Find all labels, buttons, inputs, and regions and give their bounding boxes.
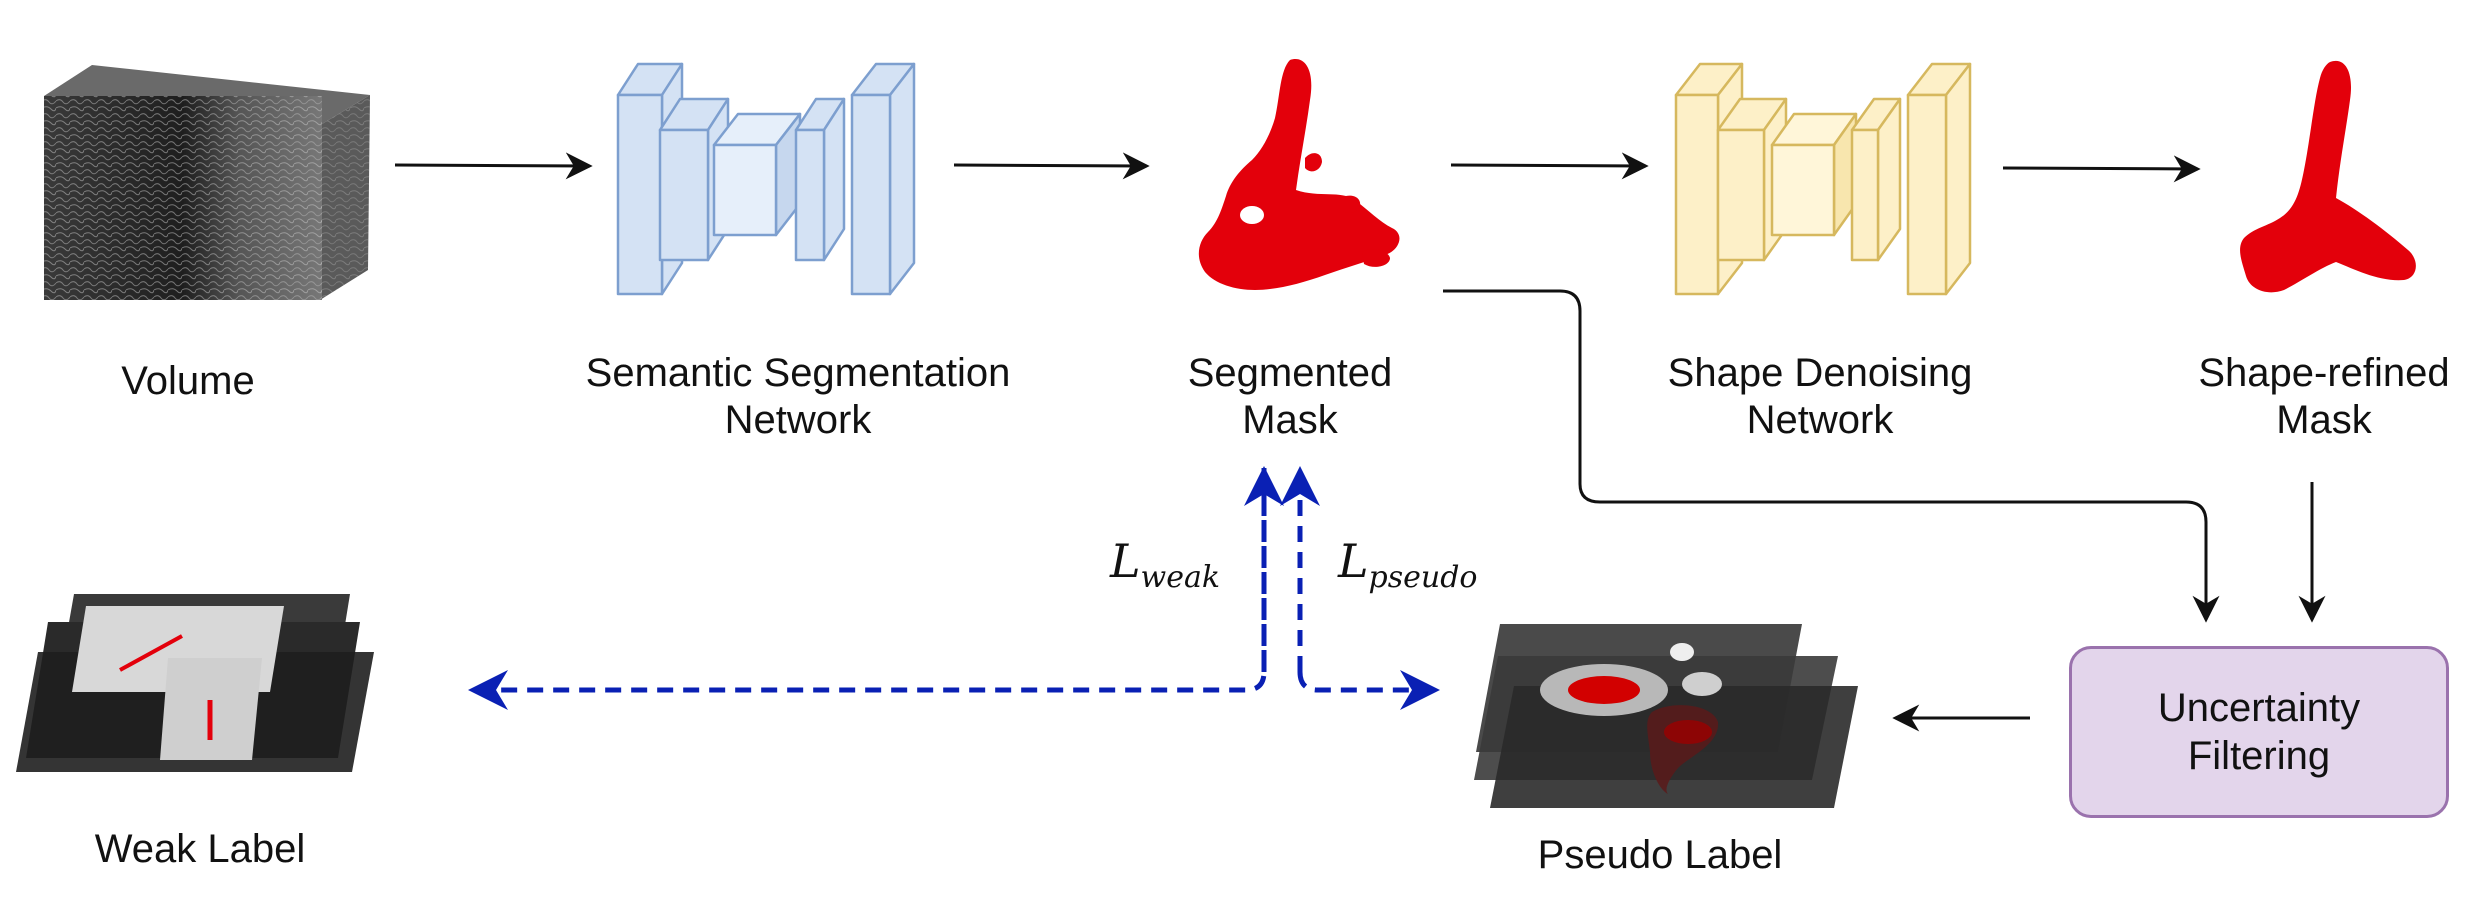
shape-denoising-label: Shape Denoising Network — [1620, 350, 2020, 444]
weak-label-caption: Weak Label — [60, 826, 340, 873]
volume-label: Volume — [58, 358, 318, 405]
uncertainty-line1: Uncertainty — [2157, 686, 2361, 730]
shape-refined-line1: Shape-refined — [2198, 351, 2450, 395]
pseudo-label-text: Pseudo Label — [1537, 833, 1783, 877]
arrow-volume-to-segnet — [394, 152, 593, 180]
shape-denoising-line1: Shape Denoising — [1667, 351, 1973, 395]
pseudo-label-icon — [1474, 624, 1858, 808]
arrow-denoise-to-refined — [2002, 155, 2201, 183]
pseudo-loss-label: Lpseudo — [1338, 534, 1478, 595]
arrow-mask-to-uncertainty — [1443, 289, 2220, 623]
semantic-segmentation-network-icon — [616, 62, 916, 296]
pseudo-loss-sub: pseudo — [1368, 560, 1478, 595]
loss-arrows — [468, 466, 1440, 710]
semantic-seg-line2: Network — [724, 398, 872, 442]
weak-loss-label: Lweak — [1110, 534, 1220, 595]
weak-loss-sub: weak — [1140, 560, 1221, 595]
arrow-segnet-to-mask — [953, 152, 1150, 180]
shape-denoising-line2: Network — [1746, 398, 1894, 442]
shape-refined-line2: Mask — [2276, 398, 2372, 442]
volume-cube-icon — [44, 65, 370, 300]
segmented-mask-label: Segmented Mask — [1110, 350, 1470, 444]
segmented-line2: Mask — [1242, 398, 1338, 442]
arrow-mask-to-denoise — [1450, 152, 1649, 180]
pseudo-loss-base: L — [1338, 534, 1369, 588]
weak-label-icon — [16, 594, 374, 772]
semantic-seg-line1: Semantic Segmentation — [585, 351, 1011, 395]
weak-loss-arrow-horizontal — [468, 468, 1267, 710]
uncertainty-filtering-box: Uncertainty Filtering — [2069, 646, 2449, 818]
shape-denoising-network-icon — [1674, 62, 1972, 296]
pseudo-label-caption: Pseudo Label — [1500, 832, 1820, 879]
segmented-mask-icon — [1198, 59, 1400, 291]
weak-loss-base: L — [1110, 534, 1141, 588]
shape-refined-label: Shape-refined Mask — [2164, 350, 2476, 444]
uncertainty-line2: Filtering — [2187, 734, 2331, 778]
pseudo-loss-arrow-horizontal — [1297, 670, 1440, 710]
volume-label-text: Volume — [121, 359, 255, 403]
weak-label-text: Weak Label — [94, 827, 306, 871]
flow-arrows — [394, 152, 2326, 732]
segmented-line1: Segmented — [1187, 351, 1393, 395]
shape-refined-mask-icon — [2240, 60, 2416, 293]
semantic-segmentation-label: Semantic Segmentation Network — [548, 350, 1048, 444]
